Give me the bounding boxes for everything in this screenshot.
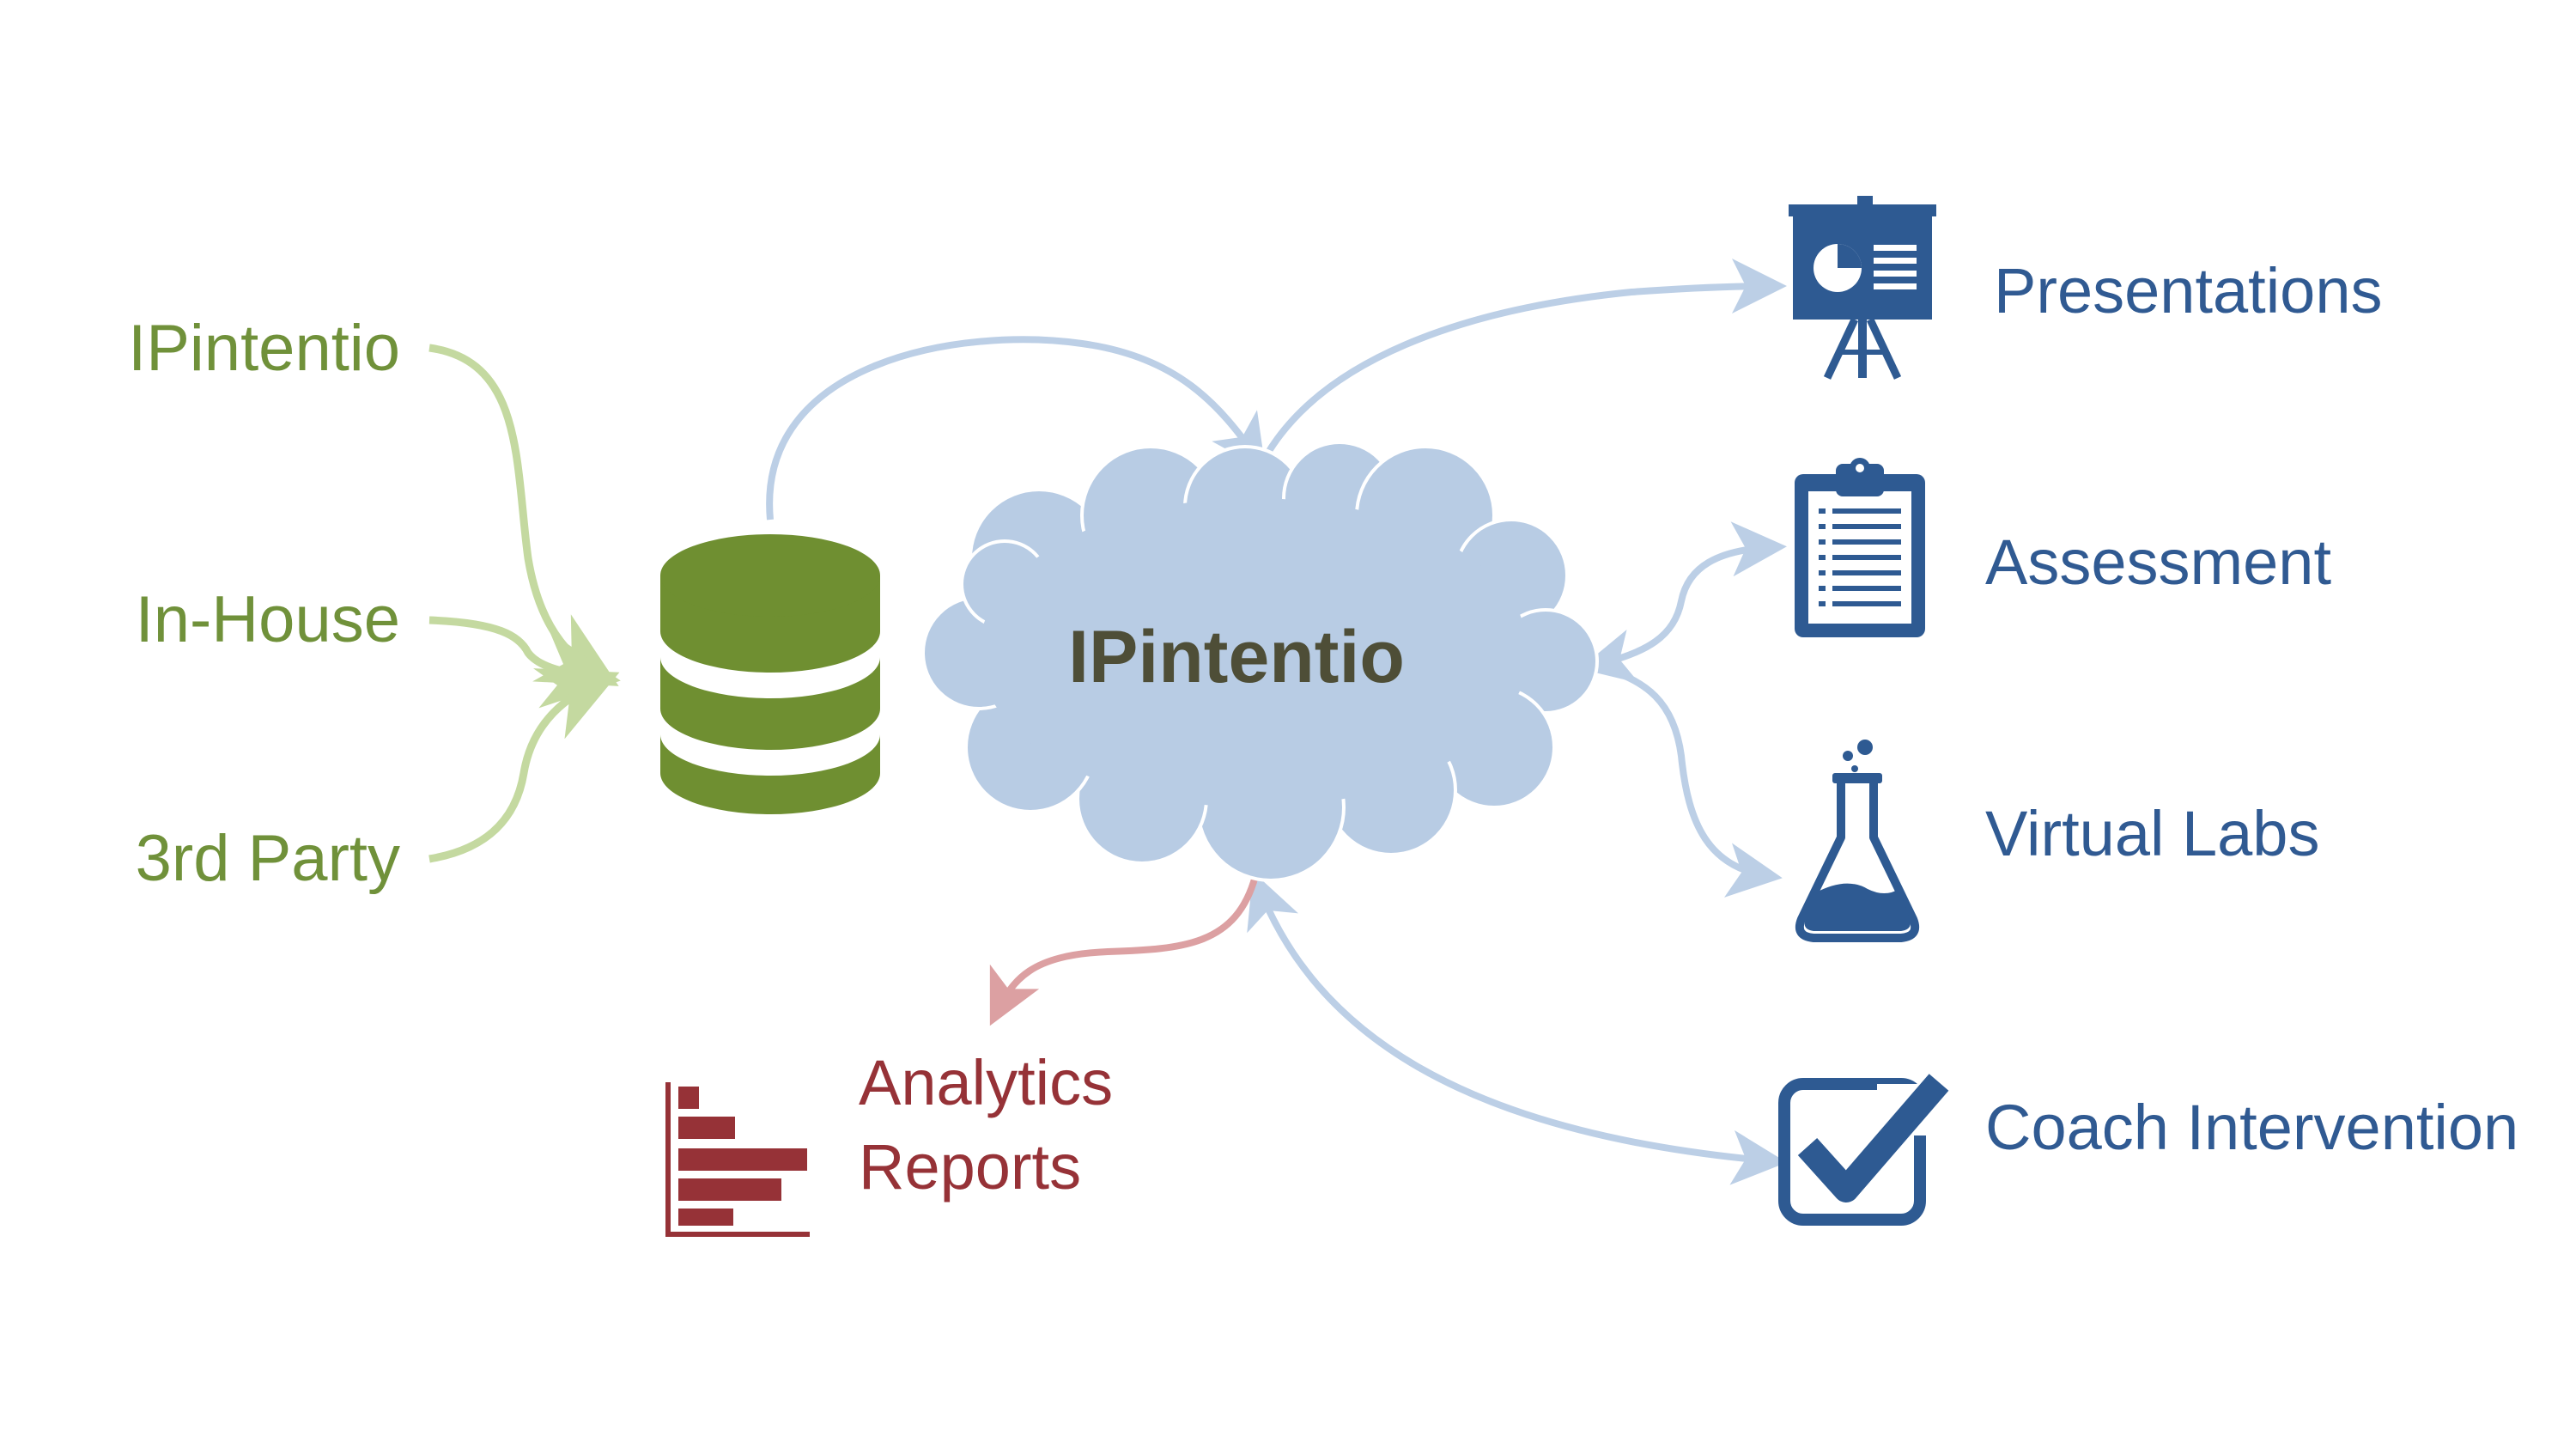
flask-icon [1795, 740, 1920, 942]
cloud-body [979, 498, 1528, 807]
output-label-virtual-labs: Virtual Labs [1985, 798, 2320, 869]
output-label-assessment: Assessment [1985, 527, 2332, 598]
source-label-ipintentio: IPintentio [128, 312, 400, 385]
source-label-3rd-party: 3rd Party [135, 822, 400, 895]
source-label-in-house: In-House [135, 583, 400, 656]
arrow-cloud-coach-intervention [1247, 872, 1787, 1185]
bar-chart-icon [665, 1082, 810, 1237]
arrow-database-to-cloud [766, 336, 1267, 521]
arrow-source-ipintentio [428, 344, 619, 686]
checkbox-icon [1778, 1074, 1949, 1226]
arrow-cloud-presentations [1263, 259, 1787, 458]
analytics-label-line1: Analytics [859, 1047, 1114, 1118]
output-label-presentations: Presentations [1994, 255, 2383, 326]
center-label: IPintentio [1068, 616, 1405, 698]
database-icon [660, 534, 880, 814]
presentation-board-icon [1789, 196, 1936, 380]
arrow-source-in-house [428, 616, 621, 709]
clipboard-icon [1795, 458, 1925, 637]
output-label-coach-intervention: Coach Intervention [1985, 1092, 2519, 1163]
arrow-source-3rd-party [428, 668, 620, 863]
arrow-cloud-assessment [1579, 521, 1787, 684]
arrow-cloud-virtual-labs [1592, 662, 1783, 898]
arrow-cloud-analytics [989, 874, 1259, 1026]
analytics-label-line2: Reports [859, 1131, 1082, 1202]
